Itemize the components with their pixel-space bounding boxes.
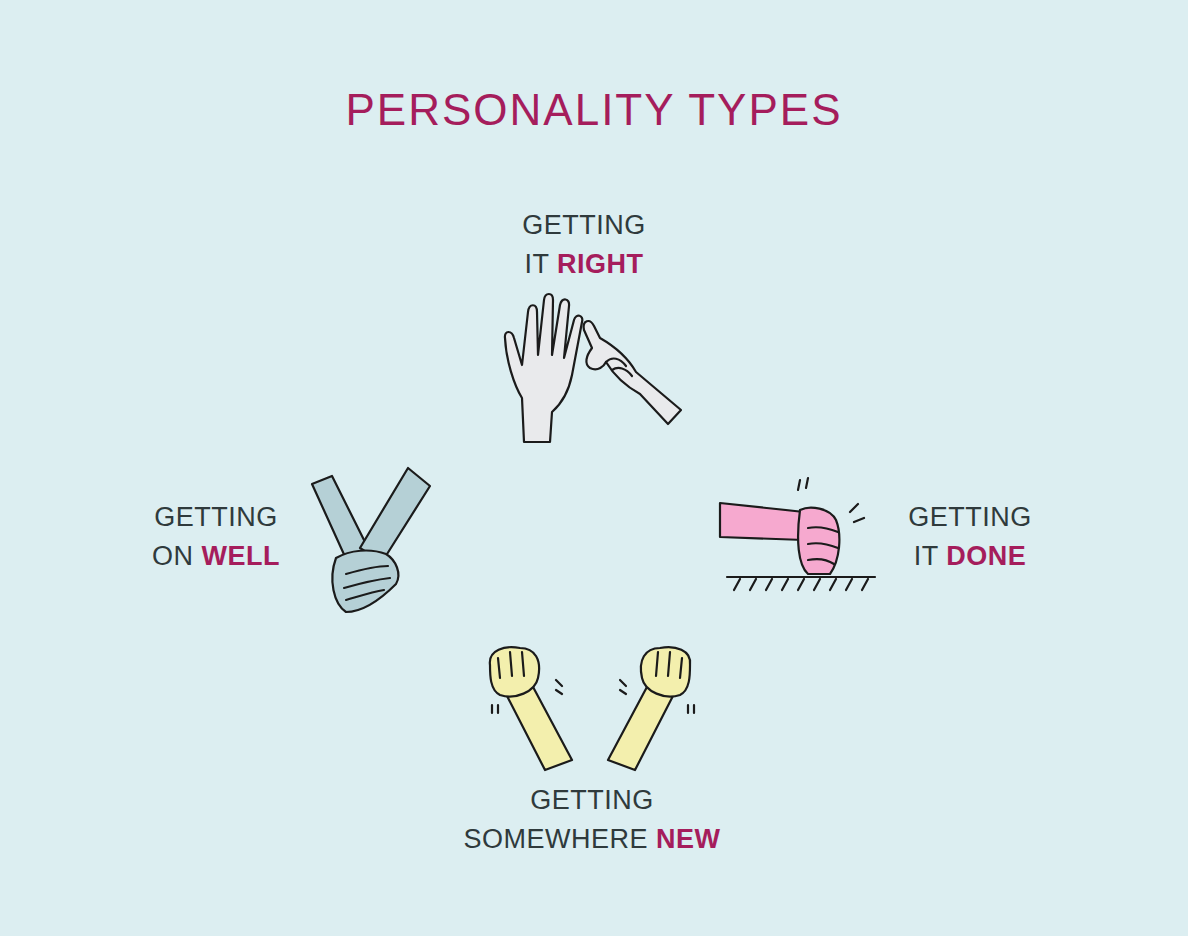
raised-fists [490,647,690,770]
diagram-title: PERSONALITY TYPES [346,85,843,135]
type-label: GETTING ON WELL [149,498,283,576]
type-keyword: DONE [946,541,1026,571]
type-label: GETTING IT RIGHT [519,206,649,284]
table-and-motion [727,478,875,590]
type-keyword: WELL [202,541,280,571]
motion-marks [492,680,694,713]
type-keyword: NEW [656,824,721,854]
type-label-text: GETTING SOMEWHERE [463,785,653,854]
holding-hands [312,468,430,612]
fist-on-table [720,503,839,574]
type-label: GETTING SOMEWHERE NEW [460,781,723,859]
pointing-hands [505,294,681,442]
type-keyword: RIGHT [557,249,644,279]
type-label: GETTING IT DONE [905,498,1035,576]
